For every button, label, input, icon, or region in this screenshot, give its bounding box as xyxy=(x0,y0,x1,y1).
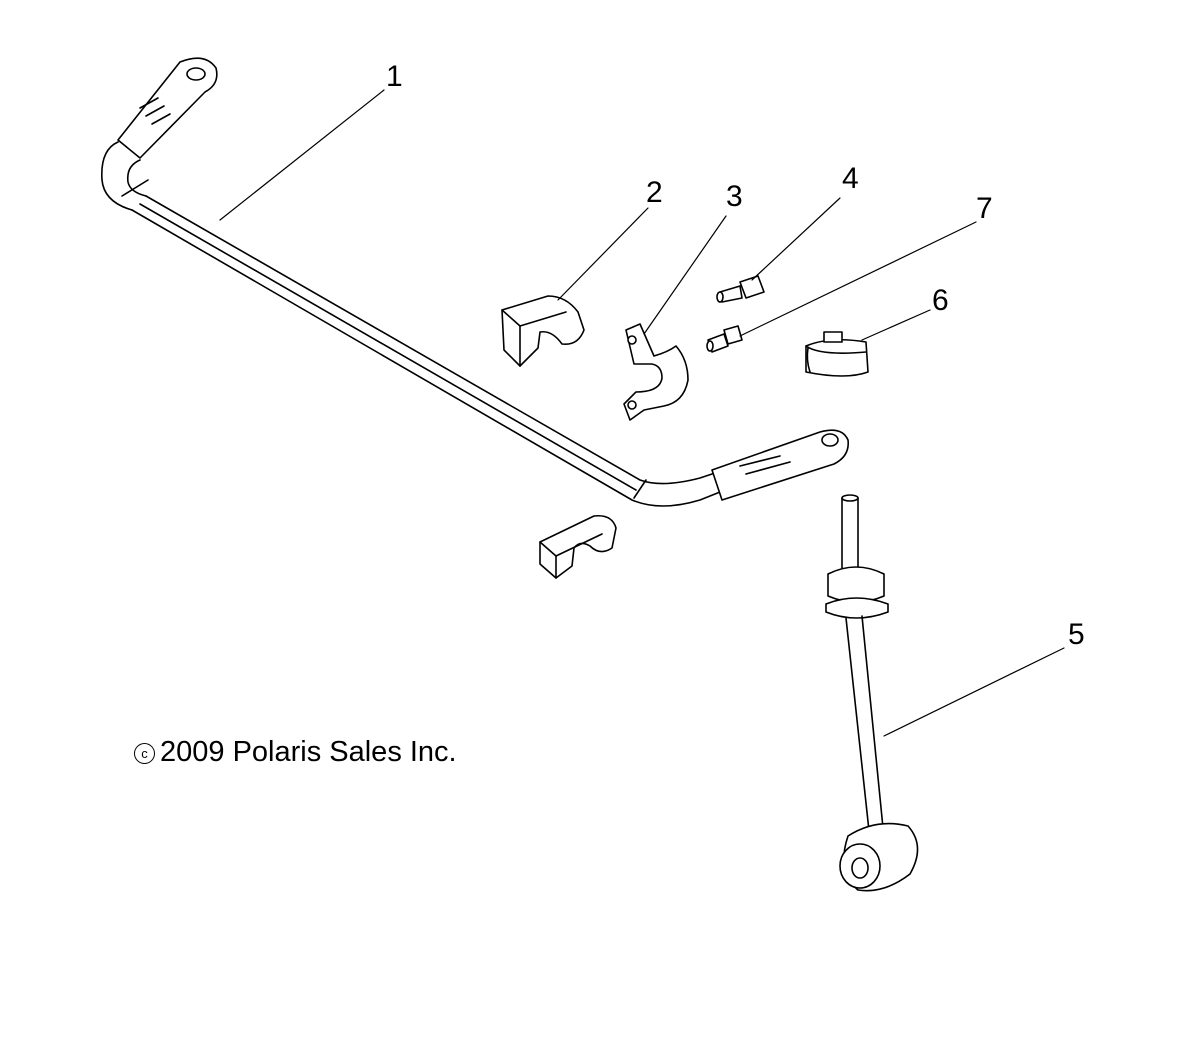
leader-7 xyxy=(739,221,977,337)
copyright-symbol: c xyxy=(134,743,155,764)
copyright-text: 2009 Polaris Sales Inc. xyxy=(160,736,457,768)
stabilizer-bar xyxy=(101,57,850,507)
bushing-lower xyxy=(539,514,617,579)
leader-2 xyxy=(557,207,649,301)
cap-nut xyxy=(805,331,869,377)
leader-6 xyxy=(861,309,931,341)
callout-6: 6 xyxy=(932,284,949,317)
leader-lines xyxy=(219,89,1065,737)
callout-2: 2 xyxy=(646,176,663,209)
bolt xyxy=(716,275,765,303)
callout-1: 1 xyxy=(386,60,403,93)
callout-7: 7 xyxy=(976,192,993,225)
leader-3 xyxy=(643,215,727,335)
leader-4 xyxy=(751,197,841,281)
callout-5: 5 xyxy=(1068,618,1085,651)
leader-5 xyxy=(883,647,1065,737)
clamp-bracket xyxy=(623,323,689,421)
bushing-upper xyxy=(501,295,585,367)
callout-3: 3 xyxy=(726,180,743,213)
callout-4: 4 xyxy=(842,162,859,195)
link-rod xyxy=(825,494,919,892)
leader-1 xyxy=(219,89,385,221)
grease-fitting xyxy=(706,325,743,353)
